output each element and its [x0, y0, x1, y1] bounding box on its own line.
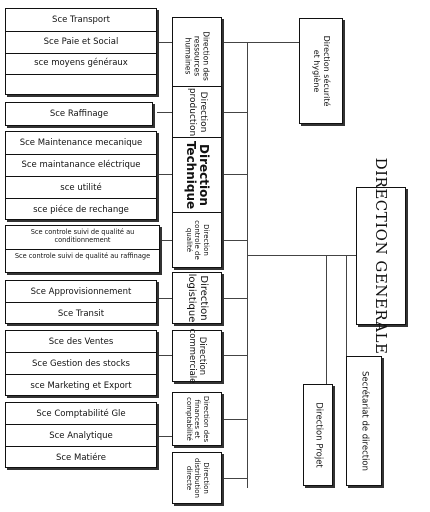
direction-technique-box: Direction Technique	[172, 137, 222, 213]
service-qualite-raffinage: Sce controle suivi de qualité au raffina…	[14, 252, 151, 260]
service-piece-rechange: sce piéce de rechange	[33, 205, 129, 215]
divider	[6, 424, 156, 425]
direction-rh-box: Direction des ressources humaines	[172, 17, 222, 95]
direction-generale-label: DIRECTION GENERALE	[372, 157, 390, 355]
direction-production-label-2: production	[187, 87, 197, 137]
direction-finances-box: Direction des finances et comptabilité	[172, 392, 222, 446]
services-technique-group: Sce Maintenance mecanique Sce maintananc…	[5, 131, 157, 220]
direction-securite-label-1: Direction sécurité	[322, 35, 331, 107]
connector-securite	[247, 42, 299, 43]
connector-svc-6	[157, 355, 172, 356]
direction-securite-label-2: et hygiène	[312, 49, 321, 93]
direction-finances-label-3: comptabilité	[184, 397, 193, 441]
connector-dir-1	[222, 42, 247, 43]
direction-projet-box: Direction Projet	[303, 384, 333, 486]
direction-securite-box: Direction sécurité et hygiène	[299, 18, 343, 124]
service-marketing-export: sce Marketing et Export	[30, 381, 132, 391]
direction-finances-label-2: finances et	[193, 399, 202, 439]
service-matiere: Sce Matiére	[55, 453, 106, 463]
direction-rh-label-2: ressources	[192, 35, 202, 77]
connector-dir-2	[222, 112, 247, 113]
connector-dir-6	[222, 355, 247, 356]
divider	[6, 249, 159, 250]
services-production-group: Sce Raffinage	[5, 102, 153, 126]
service-paie-social: Sce Paie et Social	[43, 37, 119, 47]
direction-generale-box: DIRECTION GENERALE	[356, 158, 406, 354]
connector-projet-v	[326, 256, 327, 384]
service-transport: Sce Transport	[52, 15, 110, 25]
direction-distribution-label-3: directe	[184, 465, 193, 491]
divider	[6, 446, 156, 447]
connector-dir-3	[222, 174, 247, 175]
direction-qualite-label-3: qualité	[184, 227, 193, 253]
secretariat-box: Secrétariat de direction	[346, 356, 382, 486]
divider	[6, 302, 156, 303]
service-comptabilite-gle: Sce Comptabilité Gle	[36, 409, 126, 419]
service-moyens-generaux: sce moyens généraux	[34, 58, 128, 68]
service-ventes: Sce des Ventes	[48, 337, 114, 347]
connector-svc-5	[157, 298, 172, 299]
direction-qualite-box: Direction controle de qualité	[172, 212, 222, 268]
direction-production-box: Direction production	[172, 86, 222, 138]
direction-qualite-label-1: Direction	[201, 224, 210, 256]
direction-production-label-1: Direction	[198, 91, 208, 133]
connector-svc-1	[157, 42, 172, 43]
direction-commerciale-label-1: Direction	[197, 336, 207, 376]
main-vertical-connector	[247, 42, 248, 488]
service-qualite-conditionnement: Sce controle suivi de qualité au conditi…	[30, 228, 135, 244]
divider	[6, 31, 156, 32]
direction-commerciale-label-2: commerciale	[187, 328, 197, 384]
direction-distribution-box: Direction distribution directe	[172, 452, 222, 504]
direction-rh-label-1: Direction des	[201, 31, 211, 81]
connector-dir-8	[222, 478, 247, 479]
direction-rh-label-3: humaines	[183, 37, 193, 75]
direction-qualite-label-2: controle de	[193, 220, 202, 260]
connector-dg	[247, 255, 357, 256]
direction-logistique-label-1: Direction	[198, 275, 209, 321]
services-rh-group: Sce Transport Sce Paie et Social sce moy…	[5, 8, 157, 95]
service-raffinage: Sce Raffinage	[49, 109, 109, 119]
divider	[6, 198, 156, 199]
direction-logistique-box: Direction logistique	[172, 272, 222, 324]
secretariat-label: Secrétariat de direction	[359, 370, 370, 472]
services-finances-group: Sce Comptabilité Gle Sce Analytique Sce …	[5, 402, 157, 468]
divider	[6, 352, 156, 353]
connector-secretariat-v	[346, 256, 347, 356]
service-maintenance-mecanique: Sce Maintenance mecanique	[19, 138, 143, 148]
divider	[6, 154, 156, 155]
direction-distribution-label-1: Direction	[201, 462, 210, 494]
service-gestion-stocks: Sce Gestion des stocks	[32, 359, 130, 369]
divider	[6, 53, 156, 54]
direction-distribution-label-2: distribution	[193, 458, 202, 498]
direction-projet-label: Direction Projet	[313, 402, 324, 468]
service-utilite: sce utilité	[60, 183, 102, 193]
divider	[6, 176, 156, 177]
direction-technique-label-2: Technique	[184, 140, 198, 210]
service-analytique: Sce Analytique	[49, 431, 113, 441]
direction-finances-label-1: Direction des	[201, 395, 210, 443]
services-commerciale-group: Sce des Ventes Sce Gestion des stocks sc…	[5, 330, 157, 396]
services-logistique-group: Sce Approvisionnement Sce Transit	[5, 280, 157, 324]
connector-svc-4	[157, 240, 172, 241]
connector-svc-2	[157, 112, 172, 113]
divider	[6, 74, 156, 75]
services-qualite-group: Sce controle suivi de qualité au conditi…	[5, 225, 160, 273]
connector-dir-7	[222, 419, 247, 420]
divider	[6, 374, 156, 375]
direction-logistique-label-2: logistique	[186, 273, 197, 323]
service-approvisionnement: Sce Approvisionnement	[30, 287, 132, 297]
connector-svc-3	[157, 174, 172, 175]
connector-dir-4	[222, 240, 247, 241]
direction-commerciale-box: Direction commerciale	[172, 328, 222, 384]
connector-svc-7	[157, 436, 172, 437]
service-transit: Sce Transit	[57, 309, 105, 319]
service-maintenance-electrique: Sce maintanance eléctrique	[21, 160, 141, 170]
connector-dir-5	[222, 298, 247, 299]
direction-technique-label-1: Direction	[197, 144, 211, 206]
